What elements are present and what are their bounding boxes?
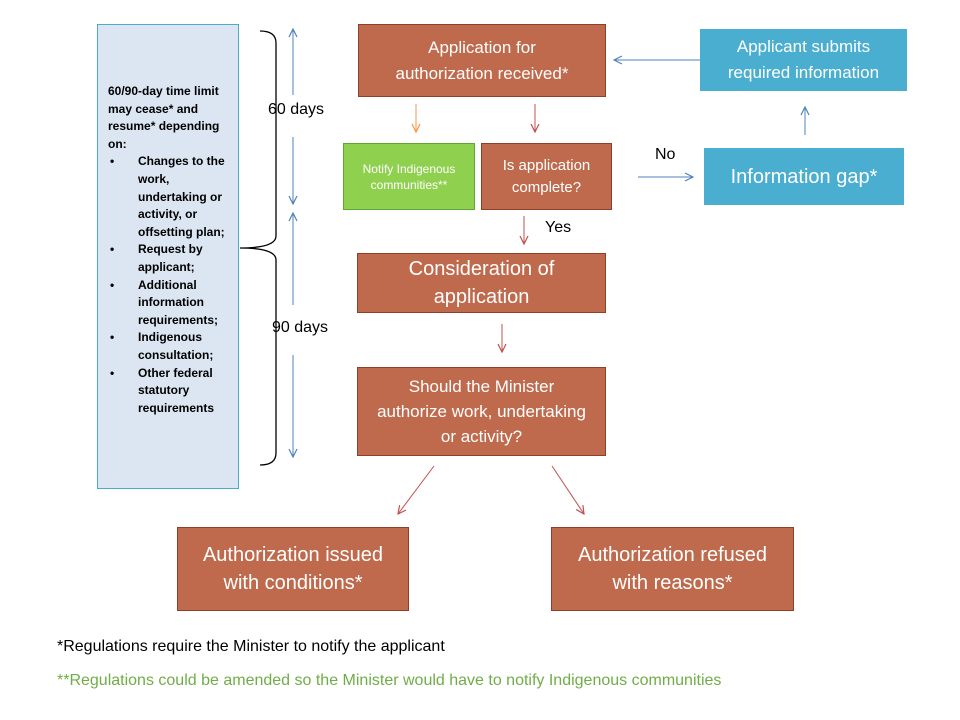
footnote-double: **Regulations could be amended so the Mi… <box>57 672 722 689</box>
list-item: Request by applicant; <box>108 241 230 276</box>
label-90-days: 90 days <box>272 319 329 336</box>
node-should-minister-label: Should the Minister authorize work, unde… <box>377 377 586 446</box>
node-consideration-label: Consideration of application <box>408 258 555 308</box>
node-authorization-issued-label: Authorization issued with conditions* <box>202 544 384 594</box>
list-item: Additional information requirements; <box>108 277 230 330</box>
node-consideration: Consideration of application <box>357 253 606 313</box>
list-item: Indigenous consultation; <box>108 329 230 364</box>
node-application-received: Application for authorization received* <box>358 24 606 97</box>
node-should-minister: Should the Minister authorize work, unde… <box>357 367 606 456</box>
node-notify-indigenous-label: Notify Indigenous communities** <box>362 161 456 192</box>
node-is-complete: Is application complete? <box>481 143 612 210</box>
node-applicant-submits: Applicant submits required information <box>700 29 907 91</box>
node-information-gap: Information gap* <box>704 148 904 205</box>
edge-label-no: No <box>655 146 676 163</box>
time-limit-heading: 60/90-day time limit may cease* and resu… <box>108 84 220 151</box>
arrow-minister-to-issued <box>398 465 435 514</box>
time-limit-list: Changes to the work, undertaking or acti… <box>108 153 230 417</box>
time-limit-panel: 60/90-day time limit may cease* and resu… <box>97 24 239 489</box>
node-authorization-issued: Authorization issued with conditions* <box>177 527 409 611</box>
arrow-minister-to-refused <box>551 465 584 514</box>
node-application-received-label: Application for authorization received* <box>395 37 569 83</box>
node-information-gap-label: Information gap* <box>730 165 878 188</box>
list-item: Changes to the work, undertaking or acti… <box>108 153 230 241</box>
timeline-brace <box>239 30 277 466</box>
node-notify-indigenous: Notify Indigenous communities** <box>343 143 475 210</box>
node-authorization-refused-label: Authorization refused with reasons* <box>577 544 767 594</box>
node-applicant-submits-label: Applicant submits required information <box>727 37 880 82</box>
label-60-days: 60 days <box>268 101 325 118</box>
edge-label-yes: Yes <box>545 219 572 236</box>
footnote-single: *Regulations require the Minister to not… <box>57 638 445 655</box>
list-item: Other federal statutory requirements <box>108 365 230 418</box>
node-authorization-refused: Authorization refused with reasons* <box>551 527 794 611</box>
node-is-complete-label: Is application complete? <box>502 156 591 196</box>
